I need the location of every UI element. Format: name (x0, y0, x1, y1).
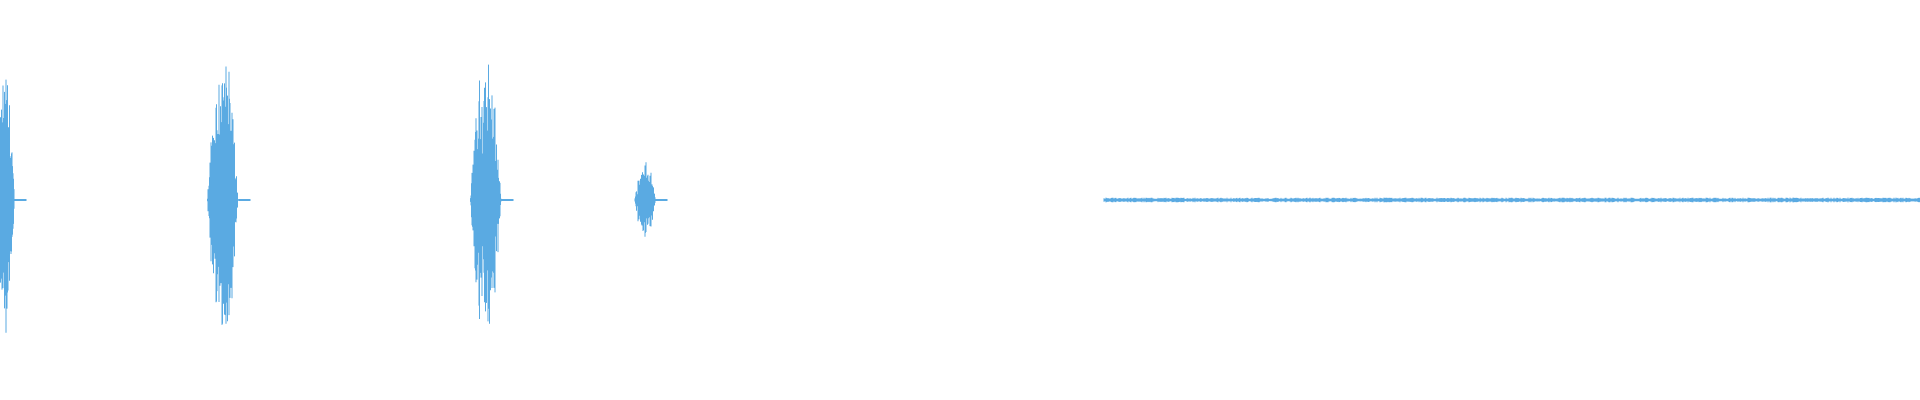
waveform-path (0, 64, 1920, 333)
waveform-lines (0, 64, 1920, 333)
